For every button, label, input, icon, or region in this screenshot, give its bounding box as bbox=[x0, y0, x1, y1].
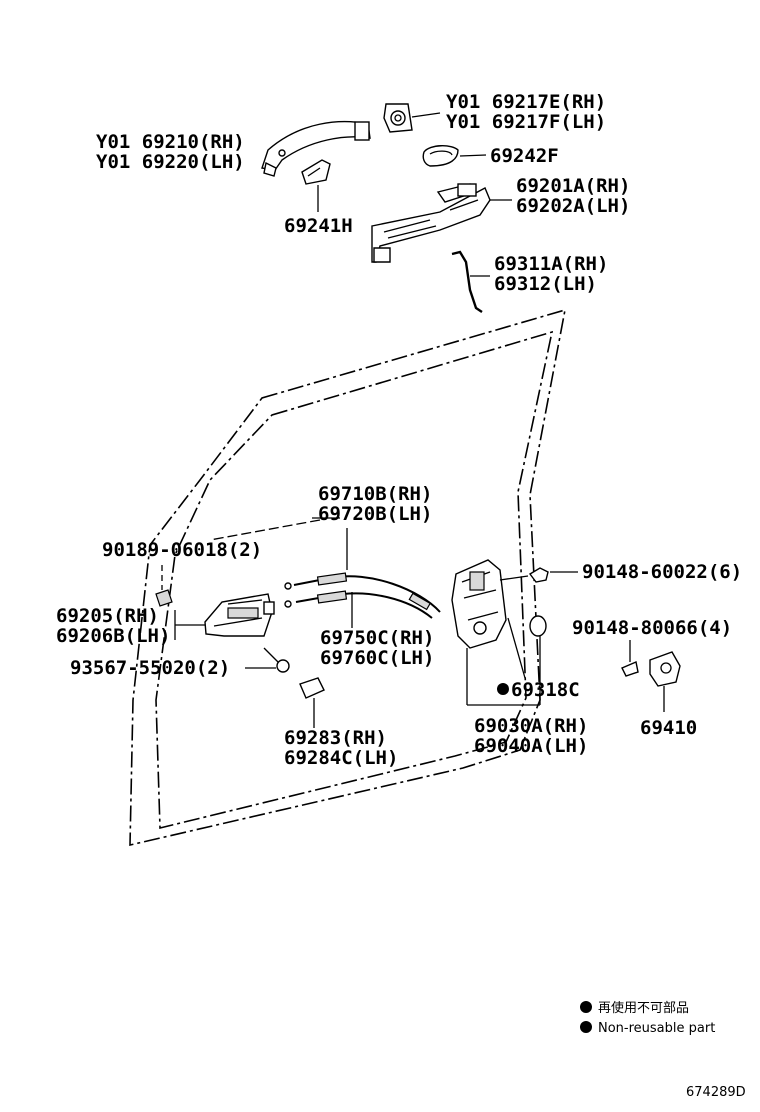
label-69410: 69410 bbox=[640, 717, 697, 739]
label-69210: Y01 69210(RH)Y01 69220(LH) bbox=[96, 131, 245, 173]
lock-cap-part bbox=[529, 615, 547, 637]
legend: 再使用不可部品 Non-reusable part bbox=[580, 1000, 715, 1036]
legend-marker-en bbox=[580, 1021, 592, 1033]
label-69241: 69241H bbox=[284, 215, 353, 237]
label-69242: 69242F bbox=[490, 145, 559, 167]
legend-marker-jp bbox=[580, 1001, 592, 1013]
inside-handle-part bbox=[174, 593, 275, 640]
clip-part bbox=[155, 565, 173, 607]
label-69201: 69201A(RH)69202A(LH) bbox=[516, 175, 630, 217]
diagram-code: 674289D bbox=[686, 1085, 746, 1100]
label-69283: 69283(RH)69284C(LH) bbox=[284, 727, 398, 769]
label-90148-a: 90148-60022(6) bbox=[582, 561, 742, 583]
label-69030: 69030A(RH)69040A(LH) bbox=[474, 715, 588, 757]
legend-en: Non-reusable part bbox=[598, 1021, 715, 1036]
label-90189: 90189-06018(2) bbox=[102, 539, 262, 561]
label-90148-b: 90148-80066(4) bbox=[572, 617, 732, 639]
outside-handle-part bbox=[261, 120, 371, 177]
door-frame bbox=[129, 308, 567, 847]
cable-leader bbox=[209, 517, 348, 570]
handle-gasket-part bbox=[301, 159, 331, 212]
label-69710: 69710B(RH)69720B(LH) bbox=[318, 483, 432, 525]
door-lock-part bbox=[451, 559, 541, 706]
non-reusable-marker bbox=[497, 683, 509, 695]
handle-cover-part bbox=[383, 103, 441, 133]
handle-screw-part bbox=[245, 647, 290, 673]
handle-frame-part bbox=[371, 183, 512, 263]
part-labels: Y01 69217E(RH)Y01 69217F(LH) Y01 69210(R… bbox=[56, 91, 742, 769]
legend-jp: 再使用不可部品 bbox=[598, 1000, 689, 1016]
handle-cap-part bbox=[299, 677, 325, 728]
label-69205: 69205(RH)69206B(LH) bbox=[56, 605, 170, 647]
control-rod-part bbox=[451, 250, 490, 313]
label-69750: 69750C(RH)69760C(LH) bbox=[320, 627, 434, 669]
handle-pad-part bbox=[422, 145, 487, 167]
cable-assembly-part bbox=[284, 572, 441, 628]
label-69217: Y01 69217E(RH)Y01 69217F(LH) bbox=[446, 91, 606, 133]
striker-part bbox=[621, 640, 681, 712]
label-93567: 93567-55020(2) bbox=[70, 657, 230, 679]
screw-part bbox=[528, 567, 578, 583]
label-69311: 69311A(RH)69312(LH) bbox=[494, 253, 608, 295]
label-69318: 69318C bbox=[511, 679, 580, 701]
